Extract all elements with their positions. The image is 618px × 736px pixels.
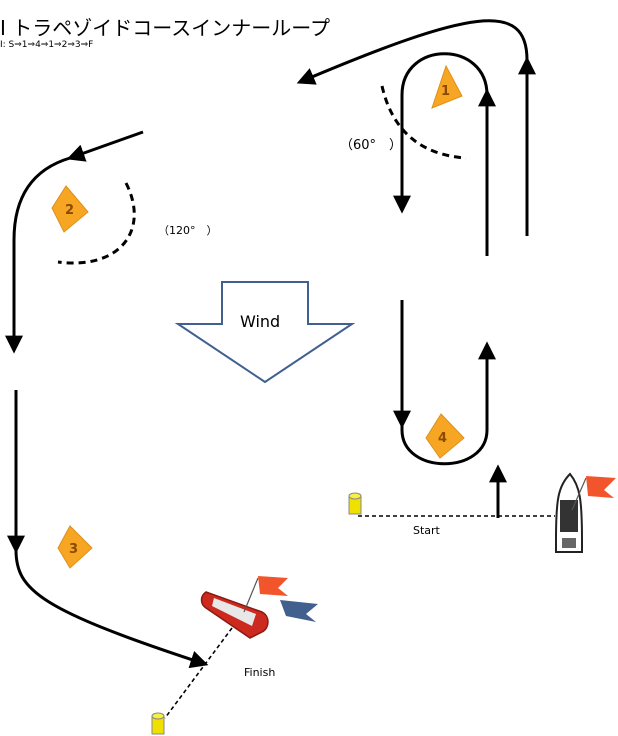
mark-2-buoy: 2 bbox=[51, 185, 89, 233]
finish-pin-buoy bbox=[151, 712, 165, 735]
finish-line bbox=[164, 627, 233, 719]
mark-4-label: 4 bbox=[438, 431, 447, 446]
mark-2-label: 2 bbox=[65, 203, 74, 218]
course-path-outer-top bbox=[296, 19, 529, 236]
finish-committee-boat bbox=[200, 576, 318, 639]
mark-1-label: 1 bbox=[441, 84, 450, 99]
mark-4-buoy: 4 bbox=[425, 413, 465, 459]
mark-3-buoy: 3 bbox=[57, 525, 93, 569]
course-path-mark2-approach bbox=[66, 130, 144, 162]
wind-label: Wind bbox=[240, 312, 281, 331]
route-sequence: Ⅰ: S⇒1⇒4⇒1⇒2⇒3⇒F bbox=[0, 40, 94, 50]
mark1-angle-label: （60° ） bbox=[340, 138, 403, 153]
course-path-mark1-loop bbox=[393, 52, 489, 256]
mark1-sector-arc bbox=[380, 85, 467, 160]
mark2-angle-label: （120° ） bbox=[158, 224, 218, 237]
start-committee-boat bbox=[555, 472, 616, 553]
wind-arrow bbox=[174, 281, 356, 384]
mark-1-buoy: 1 bbox=[431, 64, 463, 109]
mark2-sector-arc bbox=[57, 182, 136, 265]
start-label: Start bbox=[413, 524, 440, 537]
start-pin-buoy bbox=[348, 492, 362, 515]
course-path-mark4-loop bbox=[400, 300, 496, 466]
page-title: Ⅰ トラペゾイドコースインナーループ bbox=[0, 16, 331, 40]
course-path-left-down bbox=[5, 156, 71, 354]
finish-label: Finish bbox=[244, 666, 276, 679]
mark-3-label: 3 bbox=[69, 542, 78, 557]
course-path-finish-approach bbox=[14, 549, 209, 669]
